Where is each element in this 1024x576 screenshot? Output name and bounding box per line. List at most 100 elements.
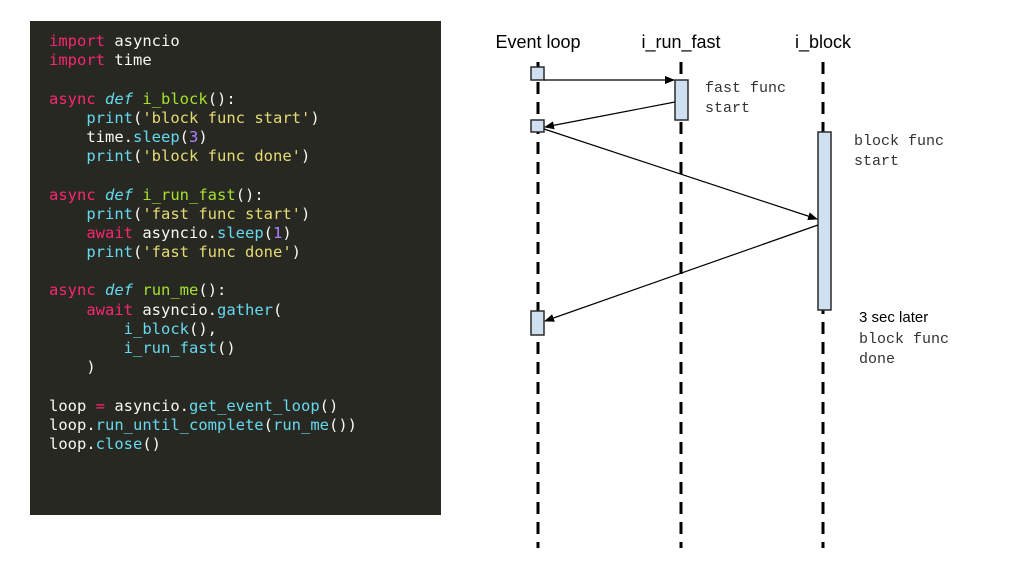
code-token: async xyxy=(49,281,96,300)
code-token: () xyxy=(142,434,162,453)
activation-loop-2 xyxy=(530,119,545,133)
code-token: 3 xyxy=(189,127,199,146)
note-3-sec-later: 3 sec later xyxy=(859,309,928,326)
code-token: sleep xyxy=(133,127,180,146)
message-block-to-loop xyxy=(544,224,819,322)
code-line: print('block func start') xyxy=(49,109,357,128)
code-token: ( xyxy=(133,147,143,166)
code-line: await asyncio.gather( xyxy=(49,301,357,320)
code-line: print('block func done') xyxy=(49,147,357,166)
code-token: ( xyxy=(133,243,143,262)
code-token: ) xyxy=(300,204,311,223)
message-loop-to-block xyxy=(543,128,818,220)
code-token: () xyxy=(319,396,339,415)
note-block-start-line2: start xyxy=(854,153,899,170)
code-token: asyncio xyxy=(105,32,180,50)
code-token: ( xyxy=(133,204,143,223)
code-line: async def i_run_fast(): xyxy=(49,186,357,205)
code-token: ) xyxy=(300,147,311,166)
code-token: loop xyxy=(49,396,96,415)
code-token: ( xyxy=(133,108,143,127)
code-token: run_me xyxy=(273,415,329,434)
code-token: 'fast func done' xyxy=(142,243,292,262)
activation-loop-3 xyxy=(530,310,545,336)
code-line: loop.close() xyxy=(49,435,357,454)
code-line: loop.run_until_complete(run_me()) xyxy=(49,416,357,435)
code-token: ) xyxy=(310,108,320,127)
code-token: ) xyxy=(291,243,301,262)
lane-title-block: i_block xyxy=(795,32,852,53)
code-line: print('fast func done') xyxy=(49,243,357,262)
code-line: i_block(), xyxy=(49,320,357,339)
code-line: async def run_me(): xyxy=(49,281,357,300)
code-token: i_run_fast xyxy=(142,185,236,204)
code-line: loop = asyncio.get_event_loop() xyxy=(49,397,357,416)
code-line: import asyncio xyxy=(49,32,357,51)
code-token: def xyxy=(105,89,134,108)
code-token: time. xyxy=(49,127,133,146)
code-token: ) xyxy=(49,358,96,377)
activation-fast xyxy=(674,79,689,121)
activation-block xyxy=(817,131,832,311)
note-fast-start-line2: start xyxy=(705,100,750,117)
code-token: ()) xyxy=(329,415,357,434)
code-token: gather xyxy=(217,300,273,319)
code-token: await xyxy=(86,223,133,242)
code-token: (), xyxy=(188,319,217,338)
code-token: 'fast func start' xyxy=(142,204,301,223)
code-token: ( xyxy=(179,127,190,146)
code-token: asyncio. xyxy=(133,223,217,242)
code-token: 'block func done' xyxy=(142,147,301,166)
code-line: import time xyxy=(49,51,357,70)
note-fast-start-line1: fast func xyxy=(705,80,786,97)
code-token: 1 xyxy=(273,223,283,242)
code-token: = xyxy=(95,396,106,415)
code-token: async xyxy=(49,185,96,204)
code-line: await asyncio.sleep(1) xyxy=(49,224,357,243)
code-line: time.sleep(3) xyxy=(49,128,357,147)
code-line: i_run_fast() xyxy=(49,339,357,358)
code-token: ) xyxy=(282,223,292,242)
code-token: await xyxy=(86,300,133,319)
message-fast-to-loop xyxy=(544,101,676,130)
code-token: loop. xyxy=(49,434,96,453)
code-token: asyncio. xyxy=(133,300,217,319)
code-token: loop. xyxy=(49,415,96,434)
code-token: print xyxy=(86,204,133,223)
code-token: run_until_complete xyxy=(95,415,264,434)
code-token: run_me xyxy=(142,281,199,300)
code-token: ( xyxy=(263,223,274,242)
code-token: def xyxy=(105,185,134,204)
note-block-done-line1: block func xyxy=(859,331,949,348)
lane-title-event-loop: Event loop xyxy=(495,32,580,52)
code-token: asyncio. xyxy=(105,396,190,415)
code-token: import xyxy=(49,32,105,50)
code-token: ( xyxy=(263,415,273,434)
code-token: time xyxy=(105,51,152,70)
note-block-done-line2: done xyxy=(859,351,895,368)
code-line: print('fast func start') xyxy=(49,205,357,224)
note-block-start-line1: block func xyxy=(854,133,944,150)
code-token: print xyxy=(86,108,133,127)
code-token: 'block func start' xyxy=(142,108,311,127)
lane-title-run-fast: i_run_fast xyxy=(641,32,720,53)
code-line: async def i_block(): xyxy=(49,90,357,109)
code-token: sleep xyxy=(217,223,264,242)
code-token: close xyxy=(95,434,143,453)
code-token: print xyxy=(86,243,133,262)
code-token: print xyxy=(86,147,133,166)
code-token: () xyxy=(216,339,236,357)
code-token: async xyxy=(49,89,96,108)
code-token: ) xyxy=(198,127,208,146)
code-token: i_block xyxy=(123,319,189,338)
code-token: (): xyxy=(198,281,227,300)
code-token: import xyxy=(49,51,105,70)
code-token: def xyxy=(105,281,134,300)
code-token: get_event_loop xyxy=(189,396,320,415)
activation-loop-1 xyxy=(530,66,545,81)
code-token: i_run_fast xyxy=(123,339,217,357)
code-token: ( xyxy=(273,300,283,319)
code-token: (): xyxy=(207,89,236,108)
